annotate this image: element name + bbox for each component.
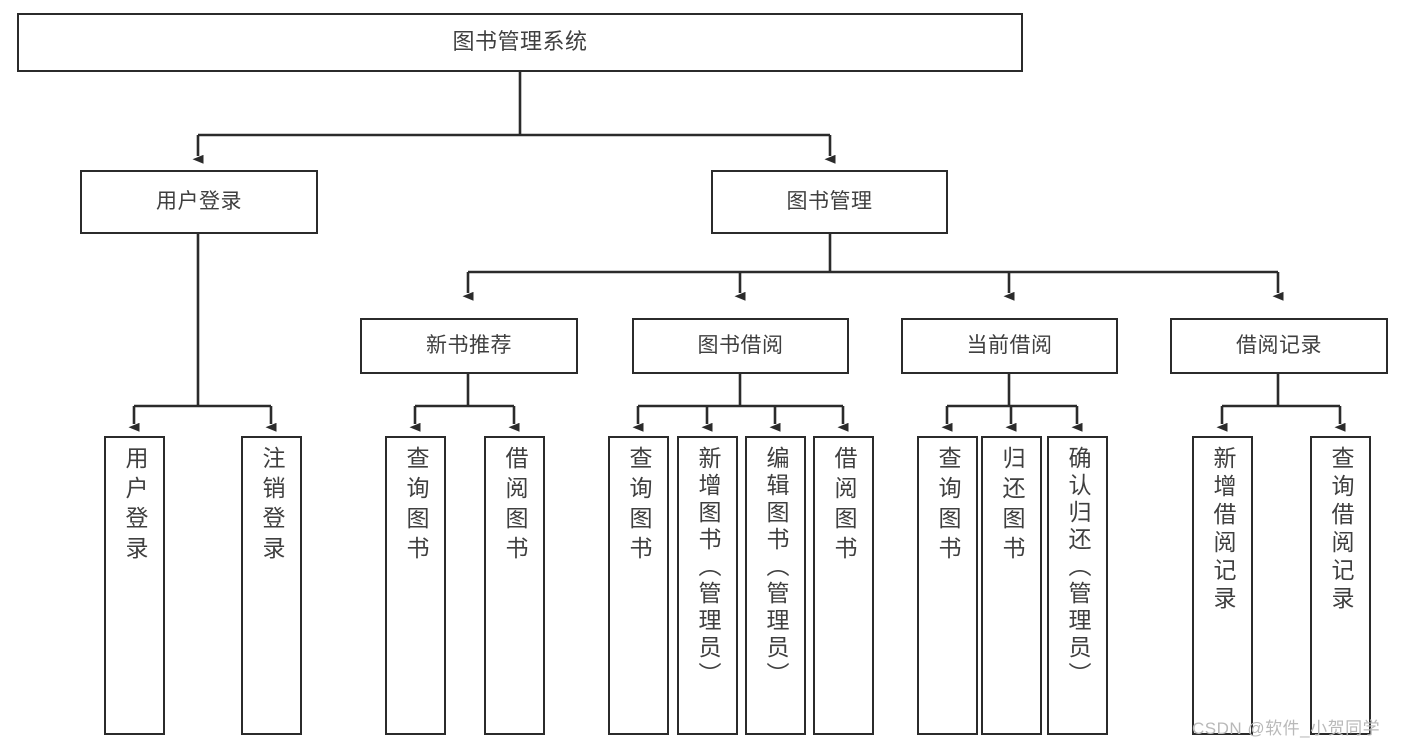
node-label: 借阅记录: [1236, 334, 1322, 358]
node-label: 新增借阅记录: [1210, 446, 1236, 614]
node-label: 确认归还（管理员）: [1065, 446, 1091, 689]
node-borrow-record[interactable]: 借阅记录: [1170, 318, 1388, 374]
node-label: 借阅图书: [831, 446, 857, 566]
node-label: 注销登录: [259, 446, 285, 566]
node-label: 编辑图书（管理员）: [763, 446, 789, 689]
leaf-user-login-signin[interactable]: 用户登录: [104, 436, 165, 735]
node-label: 图书管理系统: [452, 29, 588, 55]
leaf-recommend-query-book[interactable]: 查询图书: [385, 436, 446, 735]
node-label: 查询图书: [403, 446, 429, 566]
csdn-watermark: CSDN @软件_小贺同学: [1192, 719, 1381, 738]
leaf-record-add-record[interactable]: 新增借阅记录: [1192, 436, 1253, 735]
node-label: 用户登录: [156, 190, 242, 214]
node-book-borrow[interactable]: 图书借阅: [632, 318, 849, 374]
node-label: 新书推荐: [426, 334, 512, 358]
node-user-login[interactable]: 用户登录: [80, 170, 318, 234]
node-label: 当前借阅: [966, 334, 1053, 358]
node-label: 图书管理: [786, 190, 873, 214]
node-book-management[interactable]: 图书管理: [711, 170, 948, 234]
leaf-current-query-book[interactable]: 查询图书: [917, 436, 978, 735]
leaf-borrow-add-book[interactable]: 新增图书（管理员）: [677, 436, 738, 735]
node-label: 查询借阅记录: [1328, 446, 1354, 614]
node-label: 用户登录: [122, 446, 148, 566]
node-label: 查询图书: [626, 446, 652, 566]
leaf-borrow-edit-book[interactable]: 编辑图书（管理员）: [745, 436, 806, 735]
leaf-record-query-record[interactable]: 查询借阅记录: [1310, 436, 1371, 735]
node-root-system[interactable]: 图书管理系统: [17, 13, 1023, 72]
node-label: 查询图书: [935, 446, 961, 566]
leaf-user-login-signout[interactable]: 注销登录: [241, 436, 302, 735]
leaf-borrow-borrow-book[interactable]: 借阅图书: [813, 436, 874, 735]
leaf-current-return-book[interactable]: 归还图书: [981, 436, 1042, 735]
node-current-borrow[interactable]: 当前借阅: [901, 318, 1118, 374]
leaf-recommend-borrow-book[interactable]: 借阅图书: [484, 436, 545, 735]
node-label: 借阅图书: [502, 446, 528, 566]
node-label: 归还图书: [999, 446, 1025, 566]
node-label: 新增图书（管理员）: [695, 446, 721, 689]
node-new-book-recommend[interactable]: 新书推荐: [360, 318, 578, 374]
leaf-current-confirm-return[interactable]: 确认归还（管理员）: [1047, 436, 1108, 735]
leaf-borrow-query-book[interactable]: 查询图书: [608, 436, 669, 735]
node-label: 图书借阅: [697, 334, 784, 358]
